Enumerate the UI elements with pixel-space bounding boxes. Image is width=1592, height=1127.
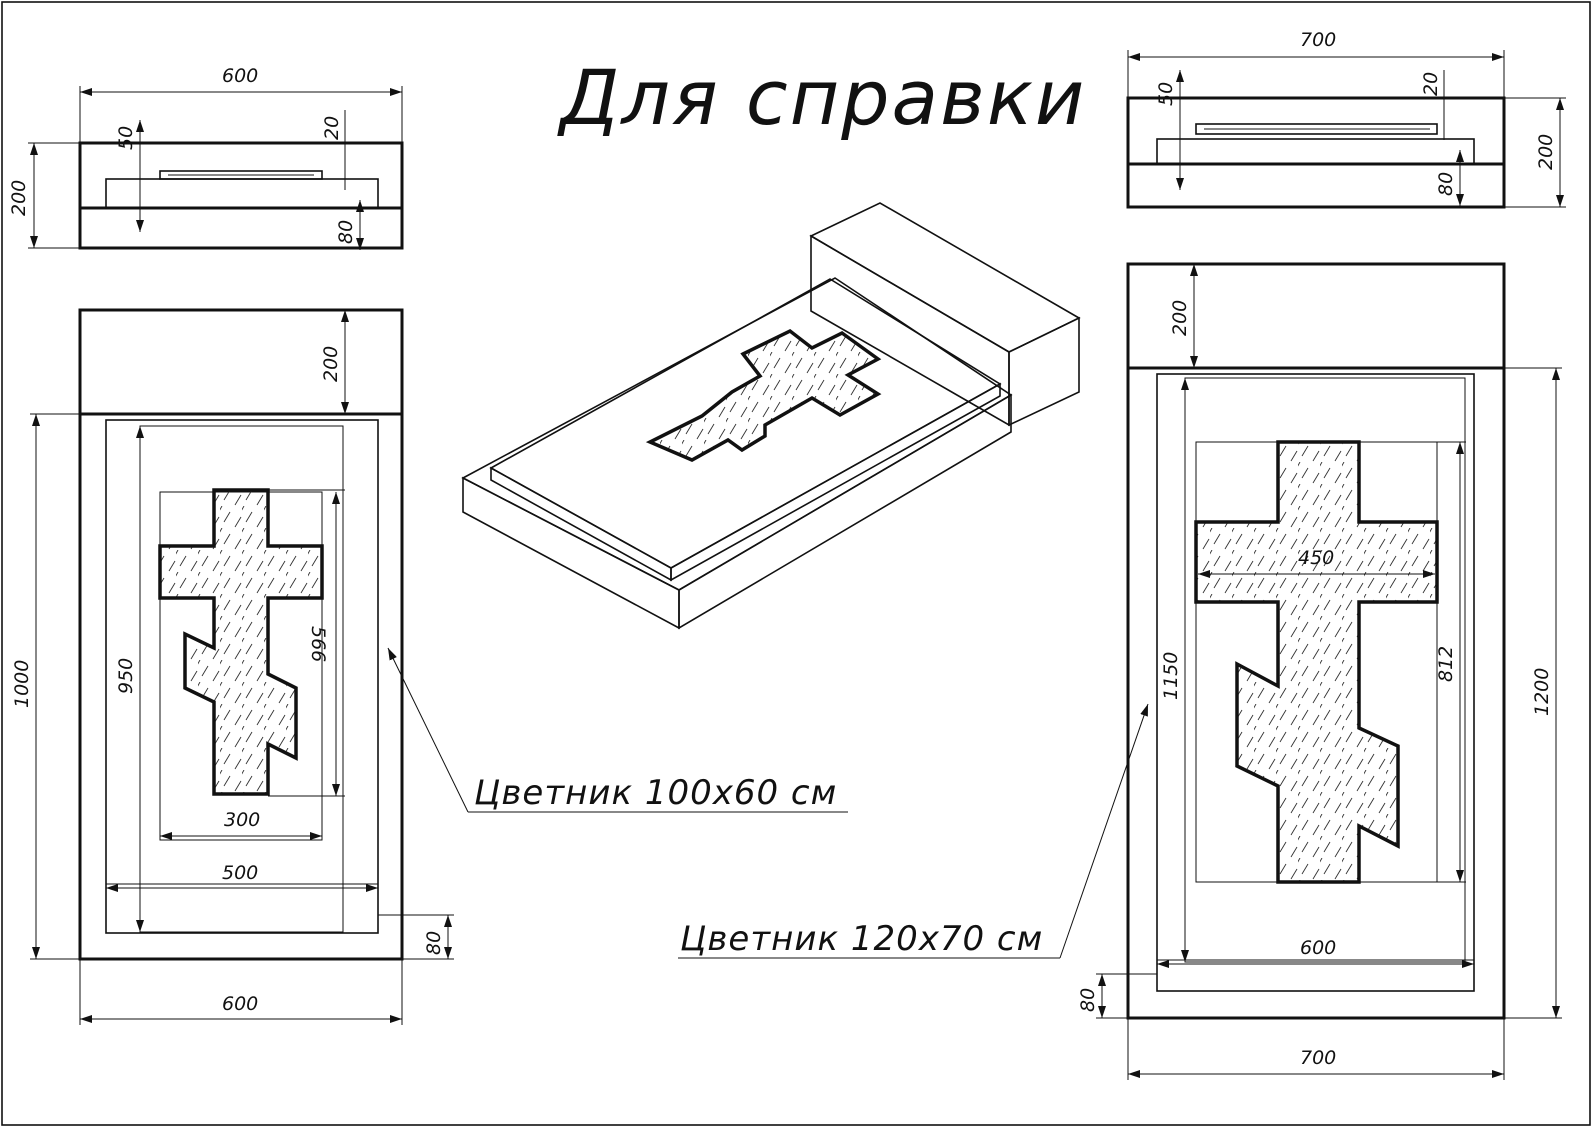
label-small-flowerbed: Цветник 100х60 см xyxy=(474,773,837,813)
dim-large-width: 700 xyxy=(1300,1047,1336,1069)
small-cross xyxy=(158,488,324,796)
isometric-view xyxy=(461,202,1081,630)
dim-small-top-width: 600 xyxy=(222,65,258,87)
dim-large-top-base: 80 xyxy=(1435,172,1457,196)
dim-small-inner-width: 500 xyxy=(222,862,258,884)
iso-cross xyxy=(645,328,882,462)
dim-large-cross-length: 812 xyxy=(1435,646,1457,682)
dim-small-top-height: 200 xyxy=(8,180,30,216)
dim-large-length: 1200 xyxy=(1531,668,1553,716)
dim-small-cross-bar: 300 xyxy=(224,809,260,831)
dim-large-top-height: 200 xyxy=(1535,134,1557,170)
large-plan-view xyxy=(678,262,1562,1080)
dim-small-top-base: 80 xyxy=(335,220,357,244)
dim-small-headstone: 200 xyxy=(320,346,342,382)
dim-small-top-slab: 50 xyxy=(115,126,137,150)
dim-small-inner-length: 950 xyxy=(115,658,137,694)
dim-small-cross-length: 566 xyxy=(307,626,329,662)
dim-large-inner-length: 1150 xyxy=(1160,652,1182,700)
dim-large-top-slab: 50 xyxy=(1155,82,1177,106)
small-plan-view xyxy=(30,308,848,1025)
label-large-flowerbed: Цветник 120х70 см xyxy=(680,919,1043,959)
dim-small-width: 600 xyxy=(222,993,258,1015)
dim-large-headstone: 200 xyxy=(1169,300,1191,336)
dim-large-inner-width: 600 xyxy=(1300,937,1336,959)
drawing-title: Для справки xyxy=(557,53,1086,142)
dim-large-top-width: 700 xyxy=(1300,29,1336,51)
dim-large-base: 80 xyxy=(1077,988,1099,1012)
dim-small-base: 80 xyxy=(423,931,445,955)
dim-large-cross-bar: 450 xyxy=(1298,547,1334,569)
large-cross xyxy=(1194,440,1439,884)
dim-small-length: 1000 xyxy=(11,660,33,708)
dim-small-top-cross: 20 xyxy=(321,116,343,140)
dim-large-top-cross: 20 xyxy=(1420,72,1442,96)
small-side-view xyxy=(28,86,404,250)
large-side-view xyxy=(1126,50,1566,209)
